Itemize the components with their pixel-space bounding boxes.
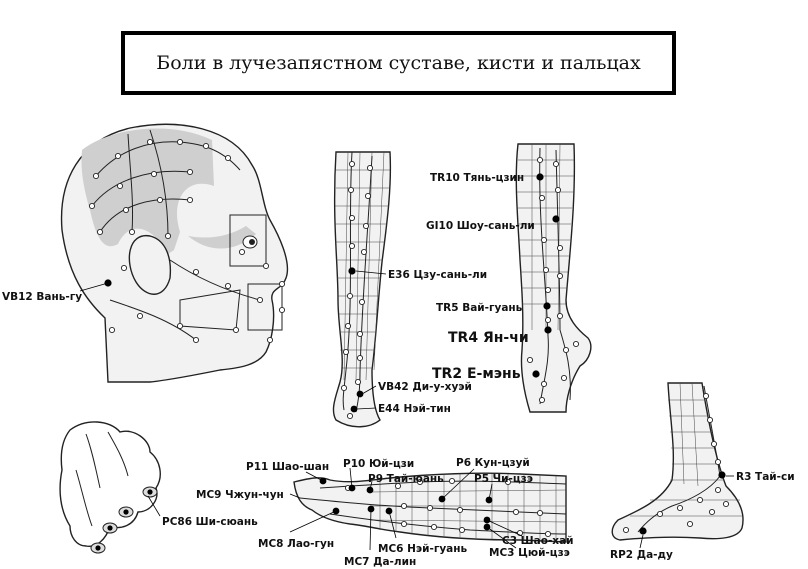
acupoint-rp2 bbox=[639, 527, 647, 535]
label-rp2: RP2 Да-ду bbox=[610, 549, 673, 561]
leg-acupoints bbox=[340, 160, 374, 420]
foot-acupoints bbox=[622, 392, 730, 534]
forearm-front-acupoints bbox=[344, 477, 552, 538]
label-mc8: MC8 Лао-гун bbox=[258, 538, 334, 550]
acupoint-vb42 bbox=[356, 390, 364, 398]
label-tr2: TR2 Е-мэнь bbox=[432, 366, 521, 382]
head-figure: VB12 Вань-гу bbox=[2, 123, 289, 383]
label-r3: R3 Тай-си bbox=[736, 471, 795, 483]
diagram-title: Боли в лучезапястном суставе, кисти и па… bbox=[156, 52, 641, 74]
label-e44: E44 Нэй-тин bbox=[378, 403, 451, 415]
label-mc9: MC9 Чжун-чун bbox=[196, 489, 284, 501]
acupoint-e44 bbox=[350, 405, 358, 413]
label-tr4: TR4 Ян-чи bbox=[448, 330, 529, 346]
label-mc3: MC3 Цюй-цзэ bbox=[489, 547, 570, 559]
head-acupoints bbox=[88, 138, 286, 344]
acupoint-gi10 bbox=[552, 215, 560, 223]
acupoint-tr4 bbox=[544, 326, 552, 334]
label-p11: P11 Шао-шан bbox=[246, 461, 329, 473]
leg-figure: E36 Цзу-сань-ли VB42 Ди-у-хуэй E44 Нэй-т… bbox=[332, 151, 487, 428]
forearm-front-figure: P11 Шао-шан P10 Юй-цзи P9 Тай-юань P6 Ку… bbox=[196, 457, 574, 568]
label-vb42: VB42 Ди-у-хуэй bbox=[378, 381, 472, 393]
foot-figure: R3 Тай-си RP2 Да-ду bbox=[610, 382, 795, 561]
label-pc86: PC86 Ши-сюань bbox=[162, 516, 258, 528]
acupoint-tr10 bbox=[536, 173, 544, 181]
label-p10: P10 Юй-цзи bbox=[343, 458, 414, 470]
acupoint-r3 bbox=[718, 471, 726, 479]
label-mc6: MC6 Нэй-гуань bbox=[378, 543, 468, 555]
label-mc7: MC7 Да-лин bbox=[344, 556, 416, 568]
label-e36: E36 Цзу-сань-ли bbox=[388, 269, 487, 281]
title-box: Боли в лучезапястном суставе, кисти и па… bbox=[121, 31, 676, 95]
acupoint-tr2 bbox=[532, 370, 540, 378]
label-p5: P5 Чи-цзэ bbox=[474, 473, 533, 485]
forearm-back-acupoints bbox=[526, 156, 580, 404]
acupoint-e36 bbox=[348, 267, 356, 275]
label-tr10: TR10 Тянь-цзин bbox=[430, 172, 524, 184]
forearm-back-figure: TR10 Тянь-цзин GI10 Шоу-сань-ли TR5 Вай-… bbox=[426, 143, 592, 413]
label-p9: P9 Тай-юань bbox=[368, 473, 444, 485]
label-gi10: GI10 Шоу-сань-ли bbox=[426, 220, 535, 232]
acupoint-tr5 bbox=[543, 302, 551, 310]
label-p6: P6 Кун-цзуй bbox=[456, 457, 530, 469]
label-tr5: TR5 Вай-гуань bbox=[436, 302, 523, 314]
hand-figure: PC86 Ши-сюань bbox=[59, 421, 258, 554]
label-c3: C3 Шао-хай bbox=[502, 535, 574, 547]
label-vb12: VB12 Вань-гу bbox=[2, 291, 82, 303]
